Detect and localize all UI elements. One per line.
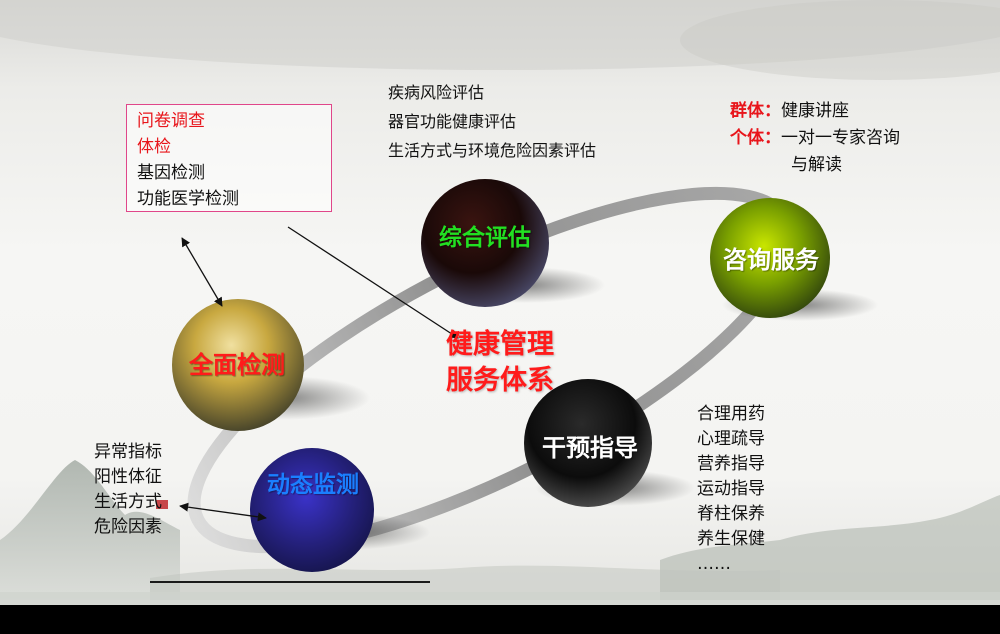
detect-item: 基因检测	[137, 163, 205, 183]
node-label-assessment: 综合评估	[439, 225, 531, 251]
detect-item: 体检	[137, 137, 171, 157]
consult-items-list: 群体：健康讲座 个体：一对一专家咨询 与解读	[730, 98, 900, 179]
arrow-to-center	[287, 226, 459, 339]
mountains-mid	[150, 565, 780, 600]
consult-group-text: 健康讲座	[781, 101, 849, 121]
sphere-consult	[710, 198, 830, 318]
monitor-item: 危险因素	[94, 517, 162, 537]
monitor-items-list: 异常指标 阳性体征 生活方式 危险因素	[94, 440, 162, 540]
mist-top-right	[680, 0, 1000, 80]
consult-group-label: 群体：	[730, 101, 781, 121]
consult-individual-label: 个体：	[730, 128, 781, 148]
intervene-items-list: 合理用药 心理疏导 营养指导 运动指导 脊柱保养 养生保健 ……	[697, 402, 765, 577]
intervene-item: 运动指导	[697, 479, 765, 499]
assessment-item: 器官功能健康评估	[388, 112, 517, 131]
consult-individual-row: 个体：一对一专家咨询	[730, 125, 900, 152]
intervene-item: 养生保健	[697, 529, 765, 549]
node-label-detect: 全面检测	[189, 351, 285, 379]
node-label-consult: 咨询服务	[723, 246, 819, 274]
assessment-item: 生活方式与环境危险因素评估	[388, 141, 597, 160]
detect-item: 功能医学检测	[137, 189, 239, 209]
intervene-item: 心理疏导	[697, 429, 765, 449]
bottom-band	[0, 605, 1000, 634]
intervene-item: 合理用药	[697, 404, 765, 424]
mountains-left	[0, 460, 180, 600]
center-title-line-2: 服务体系	[446, 365, 554, 396]
arrow-monitor-list	[179, 502, 267, 522]
detect-item: 问卷调查	[137, 111, 205, 131]
consult-group-row: 群体：健康讲座	[730, 98, 900, 125]
assessment-items-list: 疾病风险评估 器官功能健康评估 生活方式与环境危险因素评估	[388, 78, 596, 165]
detect-items-box	[126, 104, 332, 212]
center-title-line-1: 健康管理	[446, 329, 554, 360]
stamp-mark	[156, 500, 168, 509]
assessment-item: 疾病风险评估	[388, 83, 485, 102]
intervene-item: 脊柱保养	[697, 504, 765, 524]
ground	[0, 592, 1000, 606]
consult-individual-text-2: 与解读	[791, 155, 842, 175]
node-label-intervene: 干预指导	[542, 434, 638, 462]
sphere-intervene	[524, 379, 652, 507]
intervene-item: ……	[697, 554, 731, 574]
monitor-item: 异常指标	[94, 442, 162, 462]
consult-individual-text: 一对一专家咨询	[781, 128, 900, 148]
center-title: 健康管理 服务体系	[446, 327, 554, 399]
arrow-detect-box	[181, 237, 223, 307]
detect-items-list: 问卷调查 体检 基因检测 功能医学检测	[137, 108, 239, 212]
consult-individual-row-2: 与解读	[730, 152, 900, 179]
sphere-assessment	[421, 179, 549, 307]
node-label-monitor: 动态监测	[267, 472, 359, 498]
sphere-monitor	[250, 448, 374, 572]
mist-top	[0, 0, 1000, 70]
intervene-item: 营养指导	[697, 454, 765, 474]
monitor-item: 生活方式	[94, 492, 162, 512]
monitor-item: 阳性体征	[94, 467, 162, 487]
sphere-detect	[172, 299, 304, 431]
